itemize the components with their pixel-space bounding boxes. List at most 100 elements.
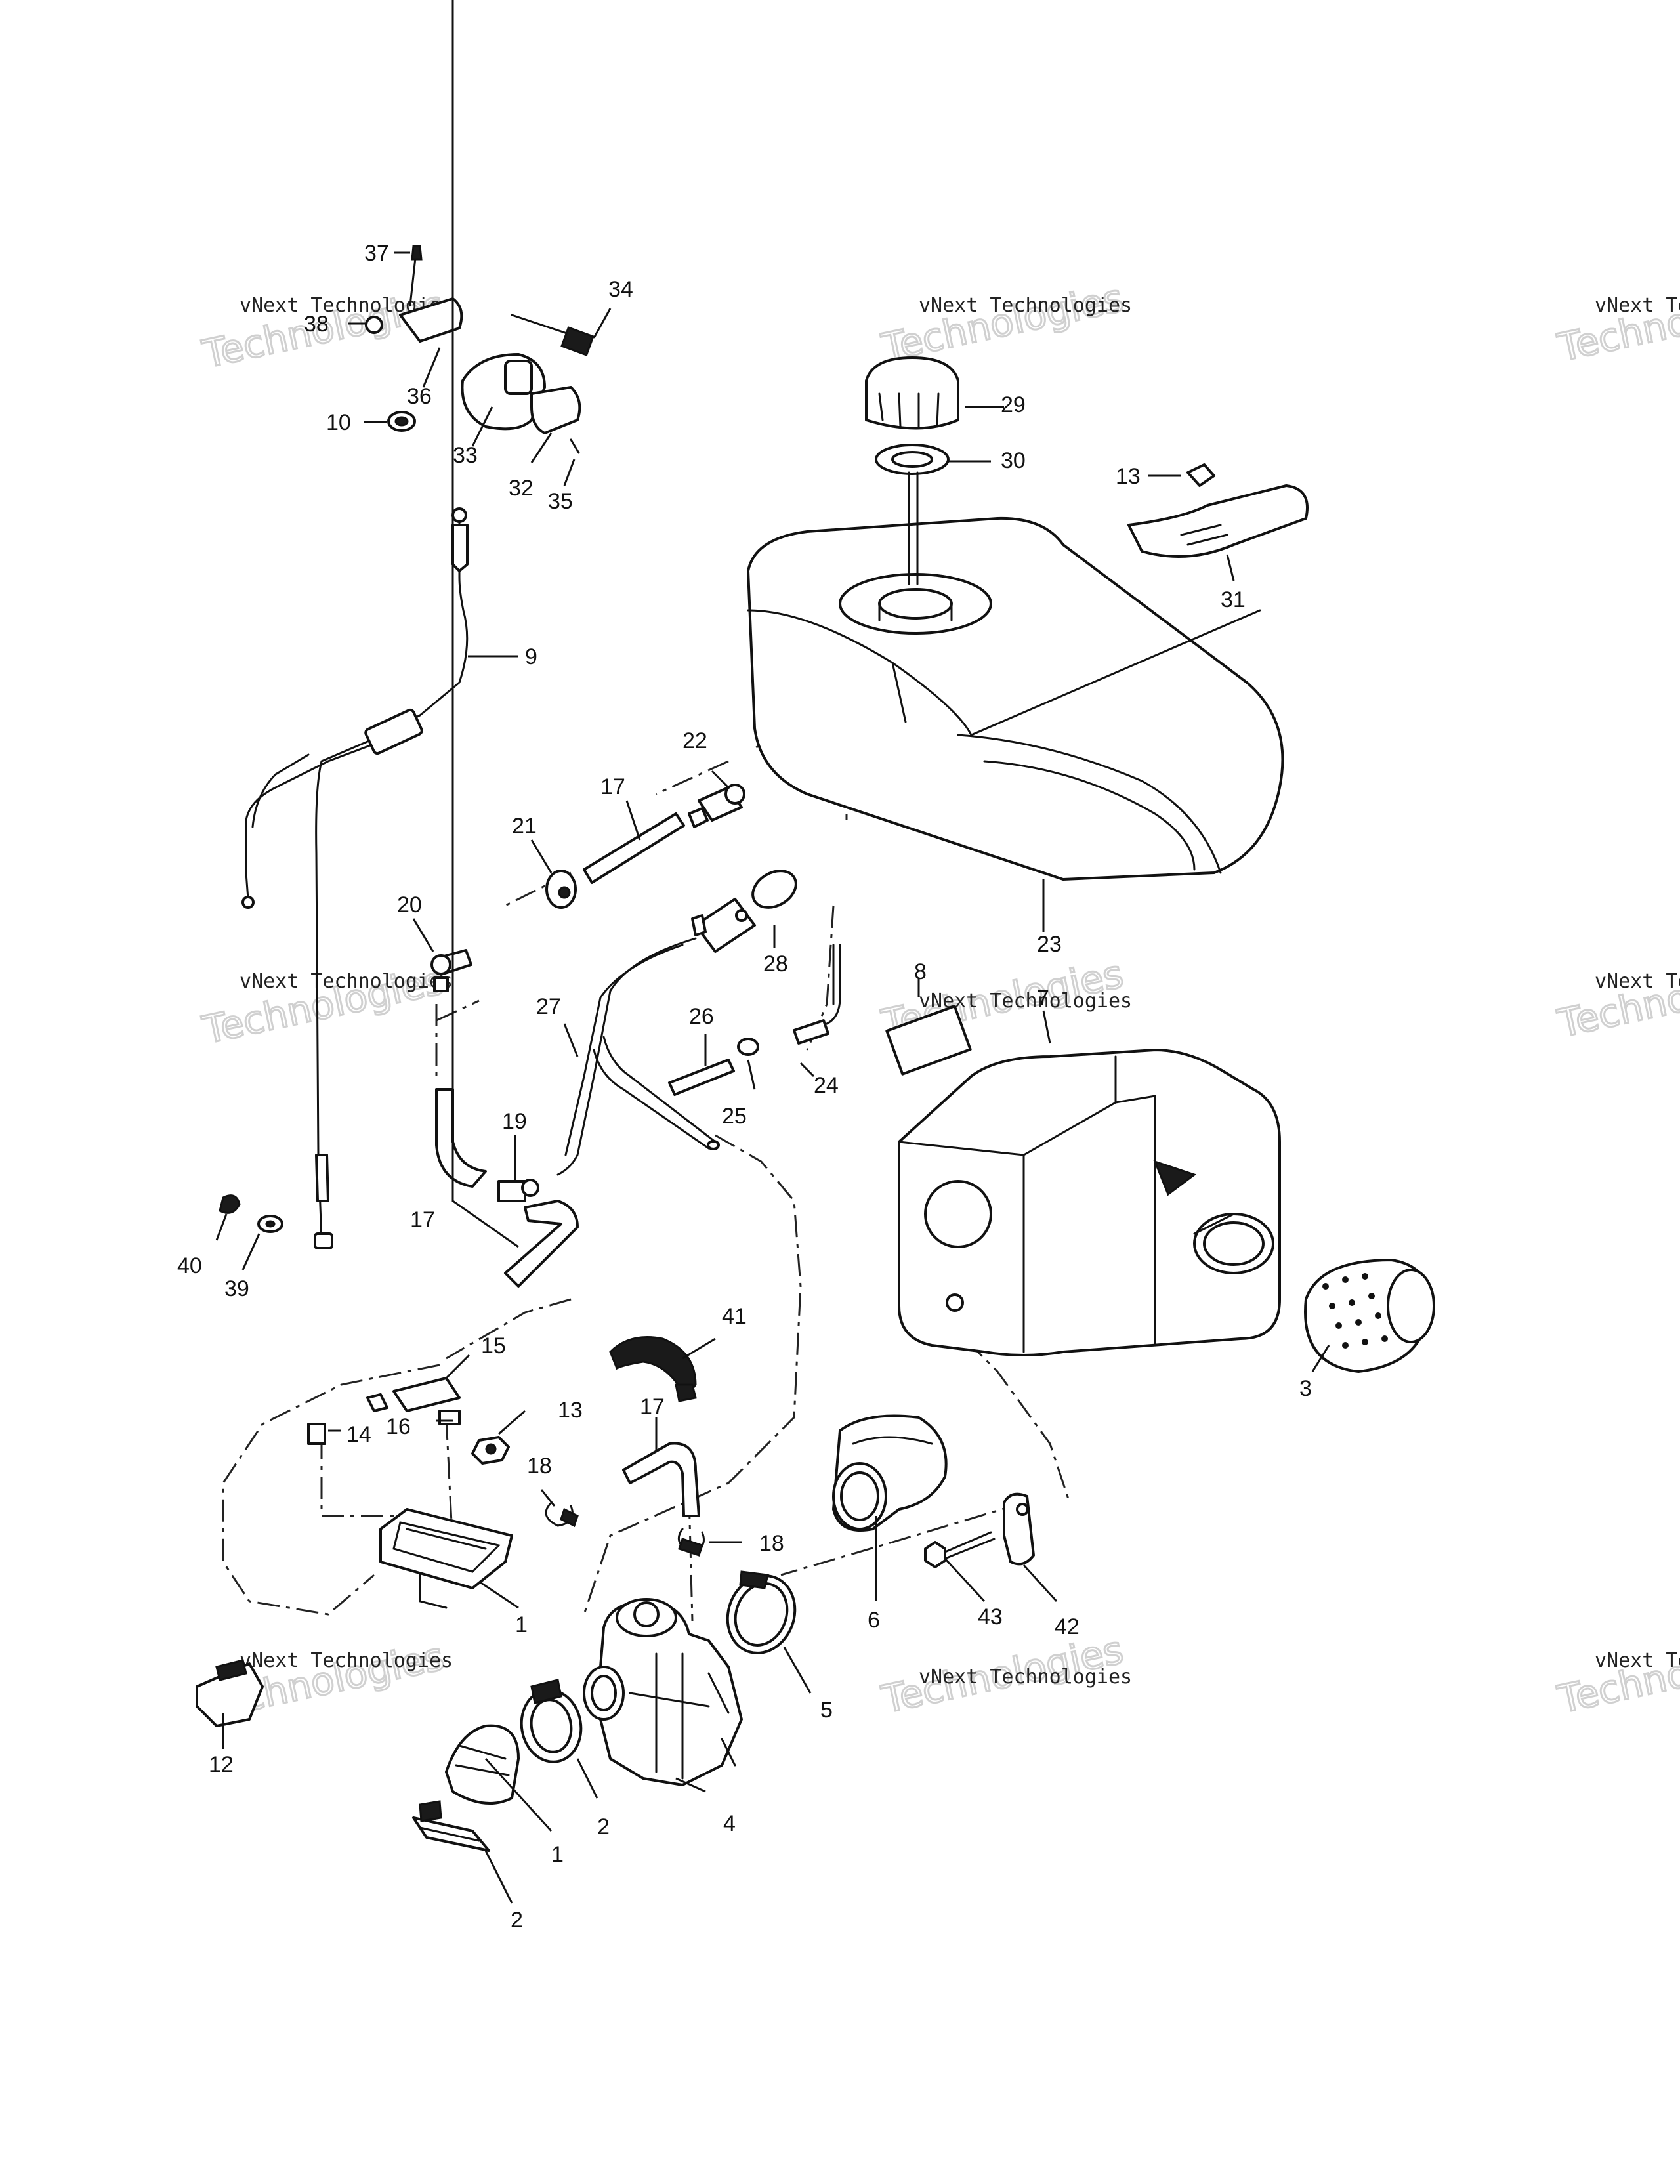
intake-boot xyxy=(445,1724,520,1805)
fuel-tank xyxy=(747,516,1284,881)
fuel-cap xyxy=(865,356,959,585)
clamp-5 xyxy=(726,1570,797,1654)
watermark-large-2: Technologies xyxy=(878,276,1127,370)
watermark-small-2: vNext Technologies xyxy=(919,294,1132,317)
routing-line xyxy=(583,1134,802,1615)
callout: 19 xyxy=(502,1109,527,1134)
air-silencer xyxy=(898,1049,1281,1356)
callout: 13 xyxy=(1116,464,1141,489)
carburetor xyxy=(583,1598,743,1786)
pulse-hose xyxy=(307,1377,461,1445)
clamp-18-b xyxy=(677,1528,705,1557)
vent-fitting xyxy=(737,944,841,1056)
fuel-valve xyxy=(688,784,746,828)
callout: 35 xyxy=(548,489,573,514)
callout: 15 xyxy=(481,1334,506,1358)
callout: 43 xyxy=(978,1605,1003,1629)
callout: 16 xyxy=(386,1414,411,1439)
corrugated-hose xyxy=(609,1336,697,1402)
callout: 39 xyxy=(224,1276,249,1301)
routing-line xyxy=(656,760,729,795)
hose-17-lower xyxy=(435,1088,579,1288)
routing-line xyxy=(436,999,480,1022)
callout: 2 xyxy=(597,1815,610,1839)
callout: 25 xyxy=(722,1104,747,1129)
nut xyxy=(471,1436,510,1465)
primer-pump xyxy=(691,870,797,953)
callout: 6 xyxy=(868,1608,880,1633)
callout: 2 xyxy=(511,1908,523,1933)
watermark-small-9: vNext Technologies xyxy=(1595,1649,1680,1672)
hose-17-small xyxy=(622,1442,700,1517)
hose-17-upper xyxy=(583,812,685,884)
callout: 23 xyxy=(1037,932,1062,957)
callout: 18 xyxy=(527,1454,552,1479)
watermark-small-7: vNext Technologies xyxy=(240,1649,453,1672)
watermark-small-8: vNext Technologies xyxy=(919,1666,1132,1689)
callout: 14 xyxy=(346,1422,371,1447)
leader-lines xyxy=(215,0,1330,1904)
callout: 24 xyxy=(814,1073,839,1098)
watermark-large-6: Technologies xyxy=(1554,952,1680,1046)
callout: 34 xyxy=(608,277,633,302)
callout: 42 xyxy=(1055,1614,1080,1639)
callout: 3 xyxy=(1299,1376,1312,1401)
callout: 33 xyxy=(453,443,478,468)
callout: 41 xyxy=(722,1304,747,1329)
callout: 22 xyxy=(682,728,707,753)
callouts: 37 38 36 10 33 32 35 34 29 30 13 31 9 22… xyxy=(177,241,1312,1933)
callout: 40 xyxy=(177,1253,202,1278)
reed-block xyxy=(379,1508,513,1609)
callout: 12 xyxy=(209,1752,234,1777)
air-filter xyxy=(1304,1259,1435,1373)
callout: 29 xyxy=(1001,392,1026,417)
hose-27 xyxy=(556,937,720,1176)
callout: 32 xyxy=(509,476,534,501)
watermark-small-6: vNext Technologies xyxy=(1595,970,1680,993)
washers xyxy=(219,1194,284,1233)
callout: 1 xyxy=(551,1842,564,1867)
callout: 20 xyxy=(397,892,422,917)
watermark-large-3: Technologies xyxy=(1554,276,1680,370)
callout: 7 xyxy=(1037,986,1049,1011)
callout: 1 xyxy=(515,1612,528,1637)
decal xyxy=(885,1005,972,1076)
clamp-2-upper xyxy=(520,1679,583,1763)
watermark: Technologies vNext Technologies Technolo… xyxy=(198,274,1680,1729)
callout: 5 xyxy=(820,1698,833,1723)
callout: 37 xyxy=(364,241,389,266)
callout: 30 xyxy=(1001,448,1026,473)
callout: 17 xyxy=(640,1395,665,1419)
clamp-2-lower xyxy=(412,1800,490,1852)
clamp-18-a xyxy=(545,1502,579,1528)
callout: 31 xyxy=(1221,587,1246,612)
throttle-housing xyxy=(365,245,595,454)
callout: 17 xyxy=(600,774,625,799)
routing-line xyxy=(446,1298,572,1360)
watermark-large-9: Technologies xyxy=(1554,1628,1680,1722)
callout: 9 xyxy=(525,644,537,669)
routing-line xyxy=(222,1364,440,1616)
callout: 13 xyxy=(558,1398,583,1423)
callout: 8 xyxy=(914,959,927,984)
bolt xyxy=(924,1531,996,1568)
callout: 28 xyxy=(763,952,788,976)
callout: 26 xyxy=(689,1004,714,1029)
callout: 17 xyxy=(410,1208,435,1232)
routing-line xyxy=(780,1502,1024,1576)
callout: 4 xyxy=(723,1811,736,1836)
tee-fitting xyxy=(497,1179,539,1202)
callout: 27 xyxy=(536,994,561,1019)
watermark-small-3: vNext Technologies xyxy=(1595,294,1680,317)
callout: 38 xyxy=(304,312,329,337)
callout: 36 xyxy=(407,384,432,409)
throttle-cable xyxy=(242,507,469,1250)
hose-26 xyxy=(668,1059,735,1096)
callout: 21 xyxy=(512,814,537,839)
callout: 18 xyxy=(759,1531,784,1556)
clip xyxy=(1003,1492,1035,1566)
callout: 10 xyxy=(326,410,351,435)
fuel-filter xyxy=(545,870,577,909)
tank-bracket xyxy=(1127,463,1309,558)
